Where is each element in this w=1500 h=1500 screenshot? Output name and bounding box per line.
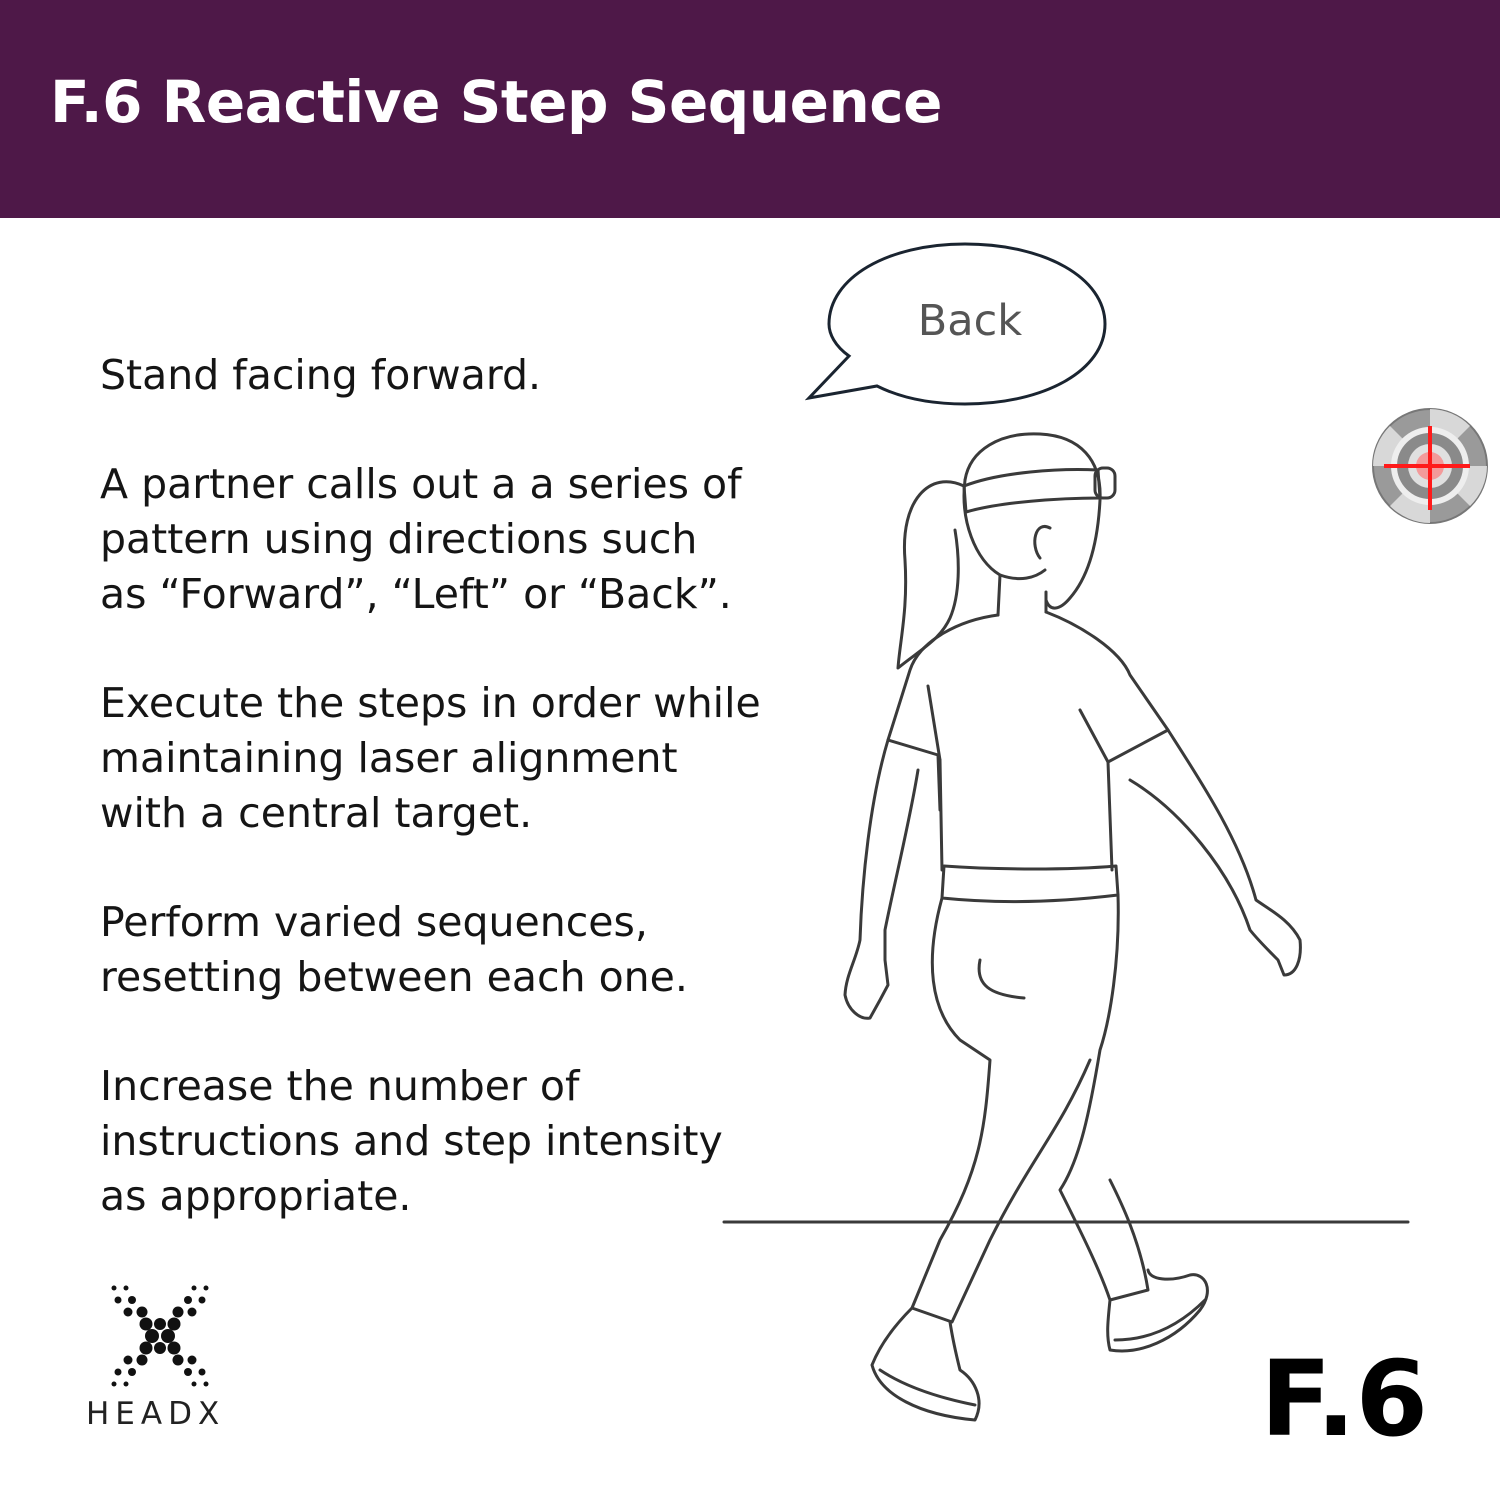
speech-bubble [805, 242, 1107, 406]
instruction-paragraph: Perform varied sequences, resetting betw… [100, 898, 688, 1001]
headx-dots-logo [111, 1285, 209, 1387]
walking-woman-illustration [722, 432, 1410, 1422]
exercise-code: F.6 [1260, 1338, 1428, 1460]
page-title: F.6 Reactive Step Sequence [50, 68, 942, 136]
brand-name: HEADX [86, 1396, 226, 1432]
instruction-paragraph: Execute the steps in order while maintai… [100, 679, 761, 837]
header-bar: F.6 Reactive Step Sequence [0, 0, 1500, 218]
instructions: Stand facing forward. A partner calls ou… [100, 348, 820, 1278]
laser-target-icon [1372, 408, 1488, 524]
speech-bubble-text: Back [917, 296, 1023, 346]
instruction-paragraph: Increase the number of instructions and … [100, 1062, 723, 1220]
instruction-paragraph: A partner calls out a a series of patter… [100, 460, 742, 618]
instruction-paragraph: Stand facing forward. [100, 351, 542, 399]
